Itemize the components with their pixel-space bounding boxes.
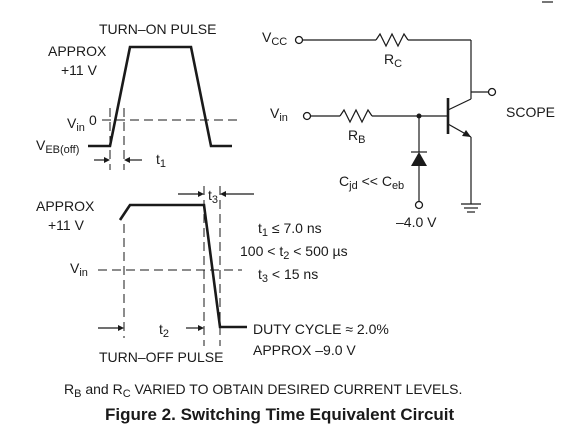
turn-on-voltage-label: +11 V (61, 62, 98, 78)
figure-caption: Figure 2. Switching Time Equivalent Circ… (105, 405, 455, 424)
transistor-collector-leg (447, 98, 472, 111)
spec-t2: 100 < t2 < 500 µs (240, 243, 348, 262)
vin-terminal (302, 111, 312, 121)
circuit-vin-label: Vin (270, 105, 288, 124)
transistor-emitter-arrow (462, 130, 471, 137)
t3-arrowhead-right (220, 191, 226, 197)
neg-supply-label: –4.0 V (396, 214, 437, 230)
rc-resistor (375, 32, 409, 48)
scope-terminal (487, 87, 497, 97)
t2-arrowhead-right (198, 325, 204, 331)
turn-off-pulse-trace (118, 203, 247, 329)
t3-arrowhead-left (198, 191, 204, 197)
duty-cycle-label: DUTY CYCLE ≈ 2.0% (253, 321, 389, 337)
negative-voltage-label: APPROX –9.0 V (253, 342, 356, 358)
rb-resistor (339, 108, 373, 124)
turn-on-approx-label: APPROX (48, 43, 107, 59)
neg-supply-terminal (414, 200, 424, 210)
turn-off-pulse-waveform: APPROX +11 V Vin t3 t2 TURN–OFF PULSE DU… (36, 186, 389, 365)
vcc-terminal (294, 35, 304, 45)
turn-on-pulse-title: TURN–ON PULSE (99, 21, 216, 37)
spec-t1: t1 ≤ 7.0 ns (258, 220, 322, 239)
turn-on-pulse-trace (88, 45, 232, 148)
scope-label: SCOPE (506, 104, 555, 120)
resistor-note: RB and RC VARIED TO OBTAIN DESIRED CURRE… (64, 381, 462, 400)
turn-on-vin-zero: 0 (89, 112, 97, 128)
veb-off-label: VEB(off) (36, 137, 79, 156)
t2-arrowhead-left (118, 325, 124, 331)
diode-icon (411, 152, 427, 166)
turn-off-voltage-label: +11 V (48, 217, 85, 233)
cjd-ceb-label: Cjd << Ceb (339, 173, 404, 192)
turn-off-pulse-title: TURN–OFF PULSE (99, 349, 223, 365)
spec-t3: t3 < 15 ns (258, 266, 318, 285)
turn-off-vin-label: Vin (70, 260, 88, 279)
timing-specs: t1 ≤ 7.0 ns 100 < t2 < 500 µs t3 < 15 ns (240, 220, 348, 285)
rc-label: RC (384, 51, 402, 70)
rb-label: RB (348, 127, 365, 146)
turn-on-vin-label: Vin (67, 115, 85, 134)
vcc-label: VCC (262, 29, 287, 48)
turn-on-pulse-waveform: TURN–ON PULSE APPROX +11 V Vin 0 VEB(off… (36, 21, 237, 170)
equivalent-circuit: VCC RC SCOPE Vin RB (262, 29, 555, 230)
turn-off-approx-label: APPROX (36, 198, 95, 214)
ground-icon (461, 203, 481, 213)
t1-label: t1 (156, 151, 166, 170)
t1-arrowhead-left (104, 157, 110, 163)
t1-arrowhead-right (124, 157, 130, 163)
t3-label: t3 (208, 187, 218, 206)
t2-label: t2 (159, 321, 169, 340)
